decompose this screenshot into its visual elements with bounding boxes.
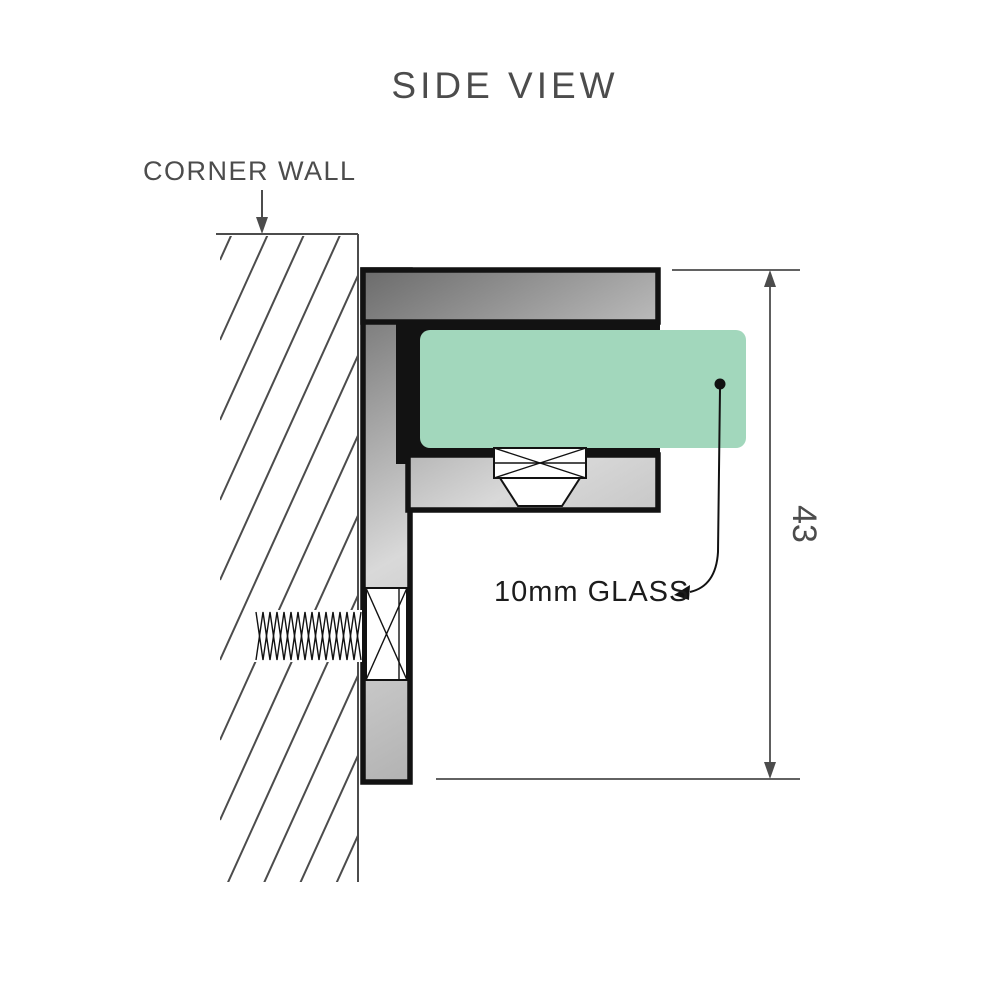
glass-leader-arrowhead bbox=[674, 585, 690, 600]
dimension-value: 43 bbox=[785, 505, 823, 543]
corner-wall-label: CORNER WALL bbox=[143, 156, 357, 186]
glass-panel bbox=[420, 330, 746, 448]
glass-label: 10mm GLASS bbox=[494, 576, 689, 608]
set-screw bbox=[493, 447, 587, 507]
corner-wall-arrow bbox=[256, 190, 268, 234]
glass-leader-dot bbox=[714, 378, 726, 390]
diagram-title: SIDE VIEW bbox=[391, 65, 618, 106]
wall-hatching bbox=[220, 236, 358, 882]
wall-screw-head bbox=[365, 587, 408, 681]
bracket-top-arm bbox=[360, 267, 661, 325]
wall-screw-thread bbox=[254, 610, 362, 662]
dimension-line bbox=[764, 270, 776, 779]
glass-leader-line bbox=[689, 388, 721, 593]
